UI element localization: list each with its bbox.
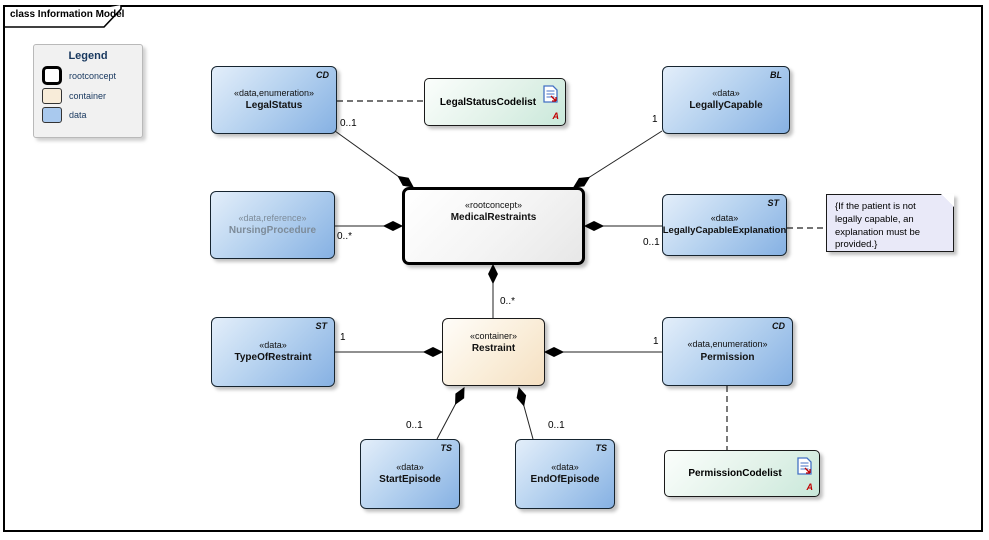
stereotype: «data» (712, 87, 740, 98)
legend-title: Legend (68, 50, 108, 62)
type-tag: ST (767, 198, 779, 208)
legend-label: data (69, 110, 87, 120)
class-name: Permission (700, 351, 755, 363)
stereotype: «data» (259, 339, 287, 350)
data-swatch (42, 107, 62, 123)
class-permission[interactable]: CD «data,enumeration» Permission (662, 317, 793, 386)
type-tag: TS (440, 443, 452, 453)
legend-label: rootconcept (69, 70, 117, 81)
diagram-title: class Information Model (10, 9, 125, 20)
note-text: {If the patient is not legally capable, … (835, 201, 921, 251)
class-name: PermissionCodelist (688, 468, 782, 479)
multiplicity-label: 0..1 (406, 420, 423, 431)
frame-tab (3, 5, 122, 28)
stereotype: «data,enumeration» (687, 339, 768, 350)
class-name: LegallyCapable (689, 100, 763, 112)
class-typeofrestraint[interactable]: ST «data» TypeOfRestraint (211, 317, 335, 387)
class-name: Restraint (471, 343, 516, 355)
container-swatch (42, 88, 62, 104)
class-legalstatus[interactable]: CD «data,enumeration» LegalStatus (211, 66, 337, 134)
note-legally-capable[interactable]: {If the patient is not legally capable, … (826, 194, 954, 252)
stereotype: «data» (396, 461, 424, 472)
stereotype: «data,enumeration» (233, 87, 315, 98)
class-name: LegalStatus (245, 100, 303, 112)
class-startepisode[interactable]: TS «data» StartEpisode (360, 439, 460, 509)
note-fold (941, 194, 954, 207)
multiplicity-label: 0..* (500, 296, 516, 307)
legend-item-data: data (42, 107, 134, 123)
artifact-letter: A (806, 482, 814, 492)
artifact-badge: A (795, 457, 813, 492)
multiplicity-label: 1 (653, 336, 659, 347)
multiplicity-label: 1 (340, 332, 346, 343)
multiplicity-label: 1 (652, 114, 658, 125)
class-legallycapable[interactable]: BL «data» LegallyCapable (662, 66, 790, 134)
legend-item-container: container (42, 88, 134, 104)
class-legallycapableexplanation[interactable]: ST «data» LegallyCapableExplanation (662, 194, 787, 256)
class-permissioncodelist[interactable]: PermissionCodelist A (664, 450, 820, 497)
legend-item-rootconcept: rootconcept (42, 66, 134, 85)
multiplicity-label: 0..1 (340, 118, 357, 129)
type-tag: ST (315, 321, 327, 331)
type-tag: CD (772, 321, 785, 331)
multiplicity-label: 0..1 (548, 420, 565, 431)
class-legalstatuscodelist[interactable]: LegalStatusCodelist A (424, 78, 566, 126)
rootconcept-swatch (42, 66, 62, 85)
class-endofepisode[interactable]: TS «data» EndOfEpisode (515, 439, 615, 509)
class-name: TypeOfRestraint (234, 352, 312, 364)
document-icon (542, 85, 558, 103)
class-restraint[interactable]: «container» Restraint (442, 318, 545, 386)
multiplicity-label: 0..1 (643, 237, 660, 248)
class-name: LegallyCapableExplanation (662, 225, 787, 237)
stereotype: «data» (710, 213, 739, 224)
artifact-badge: A (541, 85, 559, 121)
class-name: StartEpisode (379, 474, 441, 486)
artifact-letter: A (552, 111, 560, 121)
stereotype: «data» (551, 461, 579, 472)
stereotype: «container» (469, 331, 518, 341)
legend[interactable]: Legend rootconcept container data (33, 44, 143, 138)
class-name: LegalStatusCodelist (439, 96, 537, 108)
type-tag: TS (595, 443, 607, 453)
class-nursingprocedure[interactable]: «data,reference» NursingProcedure (210, 191, 335, 259)
class-name: MedicalRestraints (450, 212, 537, 224)
uml-frame (3, 5, 983, 532)
stereotype: «rootconcept» (464, 200, 523, 210)
stereotype: «data,reference» (238, 212, 307, 223)
document-icon (796, 457, 812, 475)
type-tag: CD (316, 70, 329, 80)
type-tag: BL (770, 70, 782, 80)
class-name: EndOfEpisode (530, 474, 600, 486)
legend-label: container (69, 91, 107, 101)
class-name: NursingProcedure (228, 225, 317, 237)
multiplicity-label: 0..* (337, 231, 353, 242)
class-medicalrestraints[interactable]: «rootconcept» MedicalRestraints (402, 187, 585, 265)
